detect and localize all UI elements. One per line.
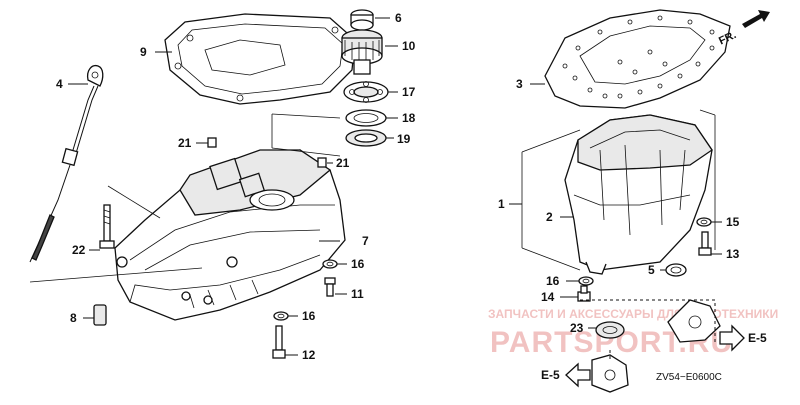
callout-16-upper: 16 bbox=[351, 257, 365, 271]
callout-14: 14 bbox=[541, 290, 555, 304]
callout-11: 11 bbox=[351, 287, 364, 301]
part-oil-case bbox=[114, 149, 346, 321]
gasket-holes bbox=[562, 15, 715, 99]
callout-10: 10 bbox=[402, 39, 416, 53]
callout-12: 12 bbox=[302, 348, 316, 362]
callout-5: 5 bbox=[648, 263, 655, 277]
callout-9: 9 bbox=[140, 45, 147, 59]
callout-19: 18 bbox=[402, 111, 416, 125]
ref-label-left: E-5 bbox=[541, 368, 560, 382]
callout-21-lower: 21 bbox=[336, 156, 350, 170]
callout-3: 3 bbox=[516, 77, 523, 91]
callout-7: 7 bbox=[362, 234, 369, 248]
ref-arrow-left: E-5 bbox=[541, 362, 591, 388]
diagram-code: ZV54−E0600C bbox=[656, 372, 722, 383]
callout-2: 2 bbox=[546, 210, 553, 224]
callout-numbers: 6 10 17 18 19 9 4 21 21 7 22 8 16 11 16 … bbox=[56, 11, 740, 362]
part-dipstick bbox=[29, 64, 104, 263]
callout-4: 4 bbox=[56, 77, 63, 91]
callout-6: 6 bbox=[395, 11, 402, 25]
leader-brackets-left bbox=[29, 113, 341, 283]
part-gasket-upper bbox=[164, 13, 356, 105]
callout-18: 17 bbox=[402, 85, 416, 99]
part-oil-pan bbox=[564, 114, 713, 275]
part-filter-cap bbox=[93, 304, 107, 326]
callout-16-lower: 16 bbox=[302, 309, 316, 323]
leader-lines bbox=[68, 17, 722, 356]
callout-20: 19 bbox=[397, 132, 411, 146]
callout-8: 8 bbox=[70, 311, 77, 325]
callout-1: 1 bbox=[498, 197, 505, 211]
part-washers-right bbox=[578, 217, 712, 286]
part-bolts-left bbox=[272, 277, 336, 359]
part-bolts-right bbox=[577, 231, 712, 302]
callout-23: 23 bbox=[570, 321, 584, 335]
callout-13: 13 bbox=[726, 247, 740, 261]
dashed-reference-box bbox=[580, 299, 716, 360]
part-bolt-long bbox=[99, 204, 115, 249]
front-arrow-icon bbox=[742, 10, 770, 28]
ref-arrow-right: E-5 bbox=[719, 324, 767, 352]
callout-21-upper: 21 bbox=[178, 136, 192, 150]
ref-label-right: E-5 bbox=[748, 331, 767, 345]
watermark-tagline: ЗАПЧАСТИ И АКСЕССУАРЫ ДЛЯ МОТОТЕХНИКИ bbox=[488, 307, 778, 321]
callout-22: 22 bbox=[72, 243, 86, 257]
callout-17: 16 bbox=[546, 274, 560, 288]
leader-brackets-right bbox=[521, 109, 716, 271]
part-gasket-plate bbox=[544, 9, 731, 109]
part-drain-fitting bbox=[591, 299, 721, 393]
part-gear-stack bbox=[341, 9, 389, 147]
callout-15: 15 bbox=[726, 215, 740, 229]
